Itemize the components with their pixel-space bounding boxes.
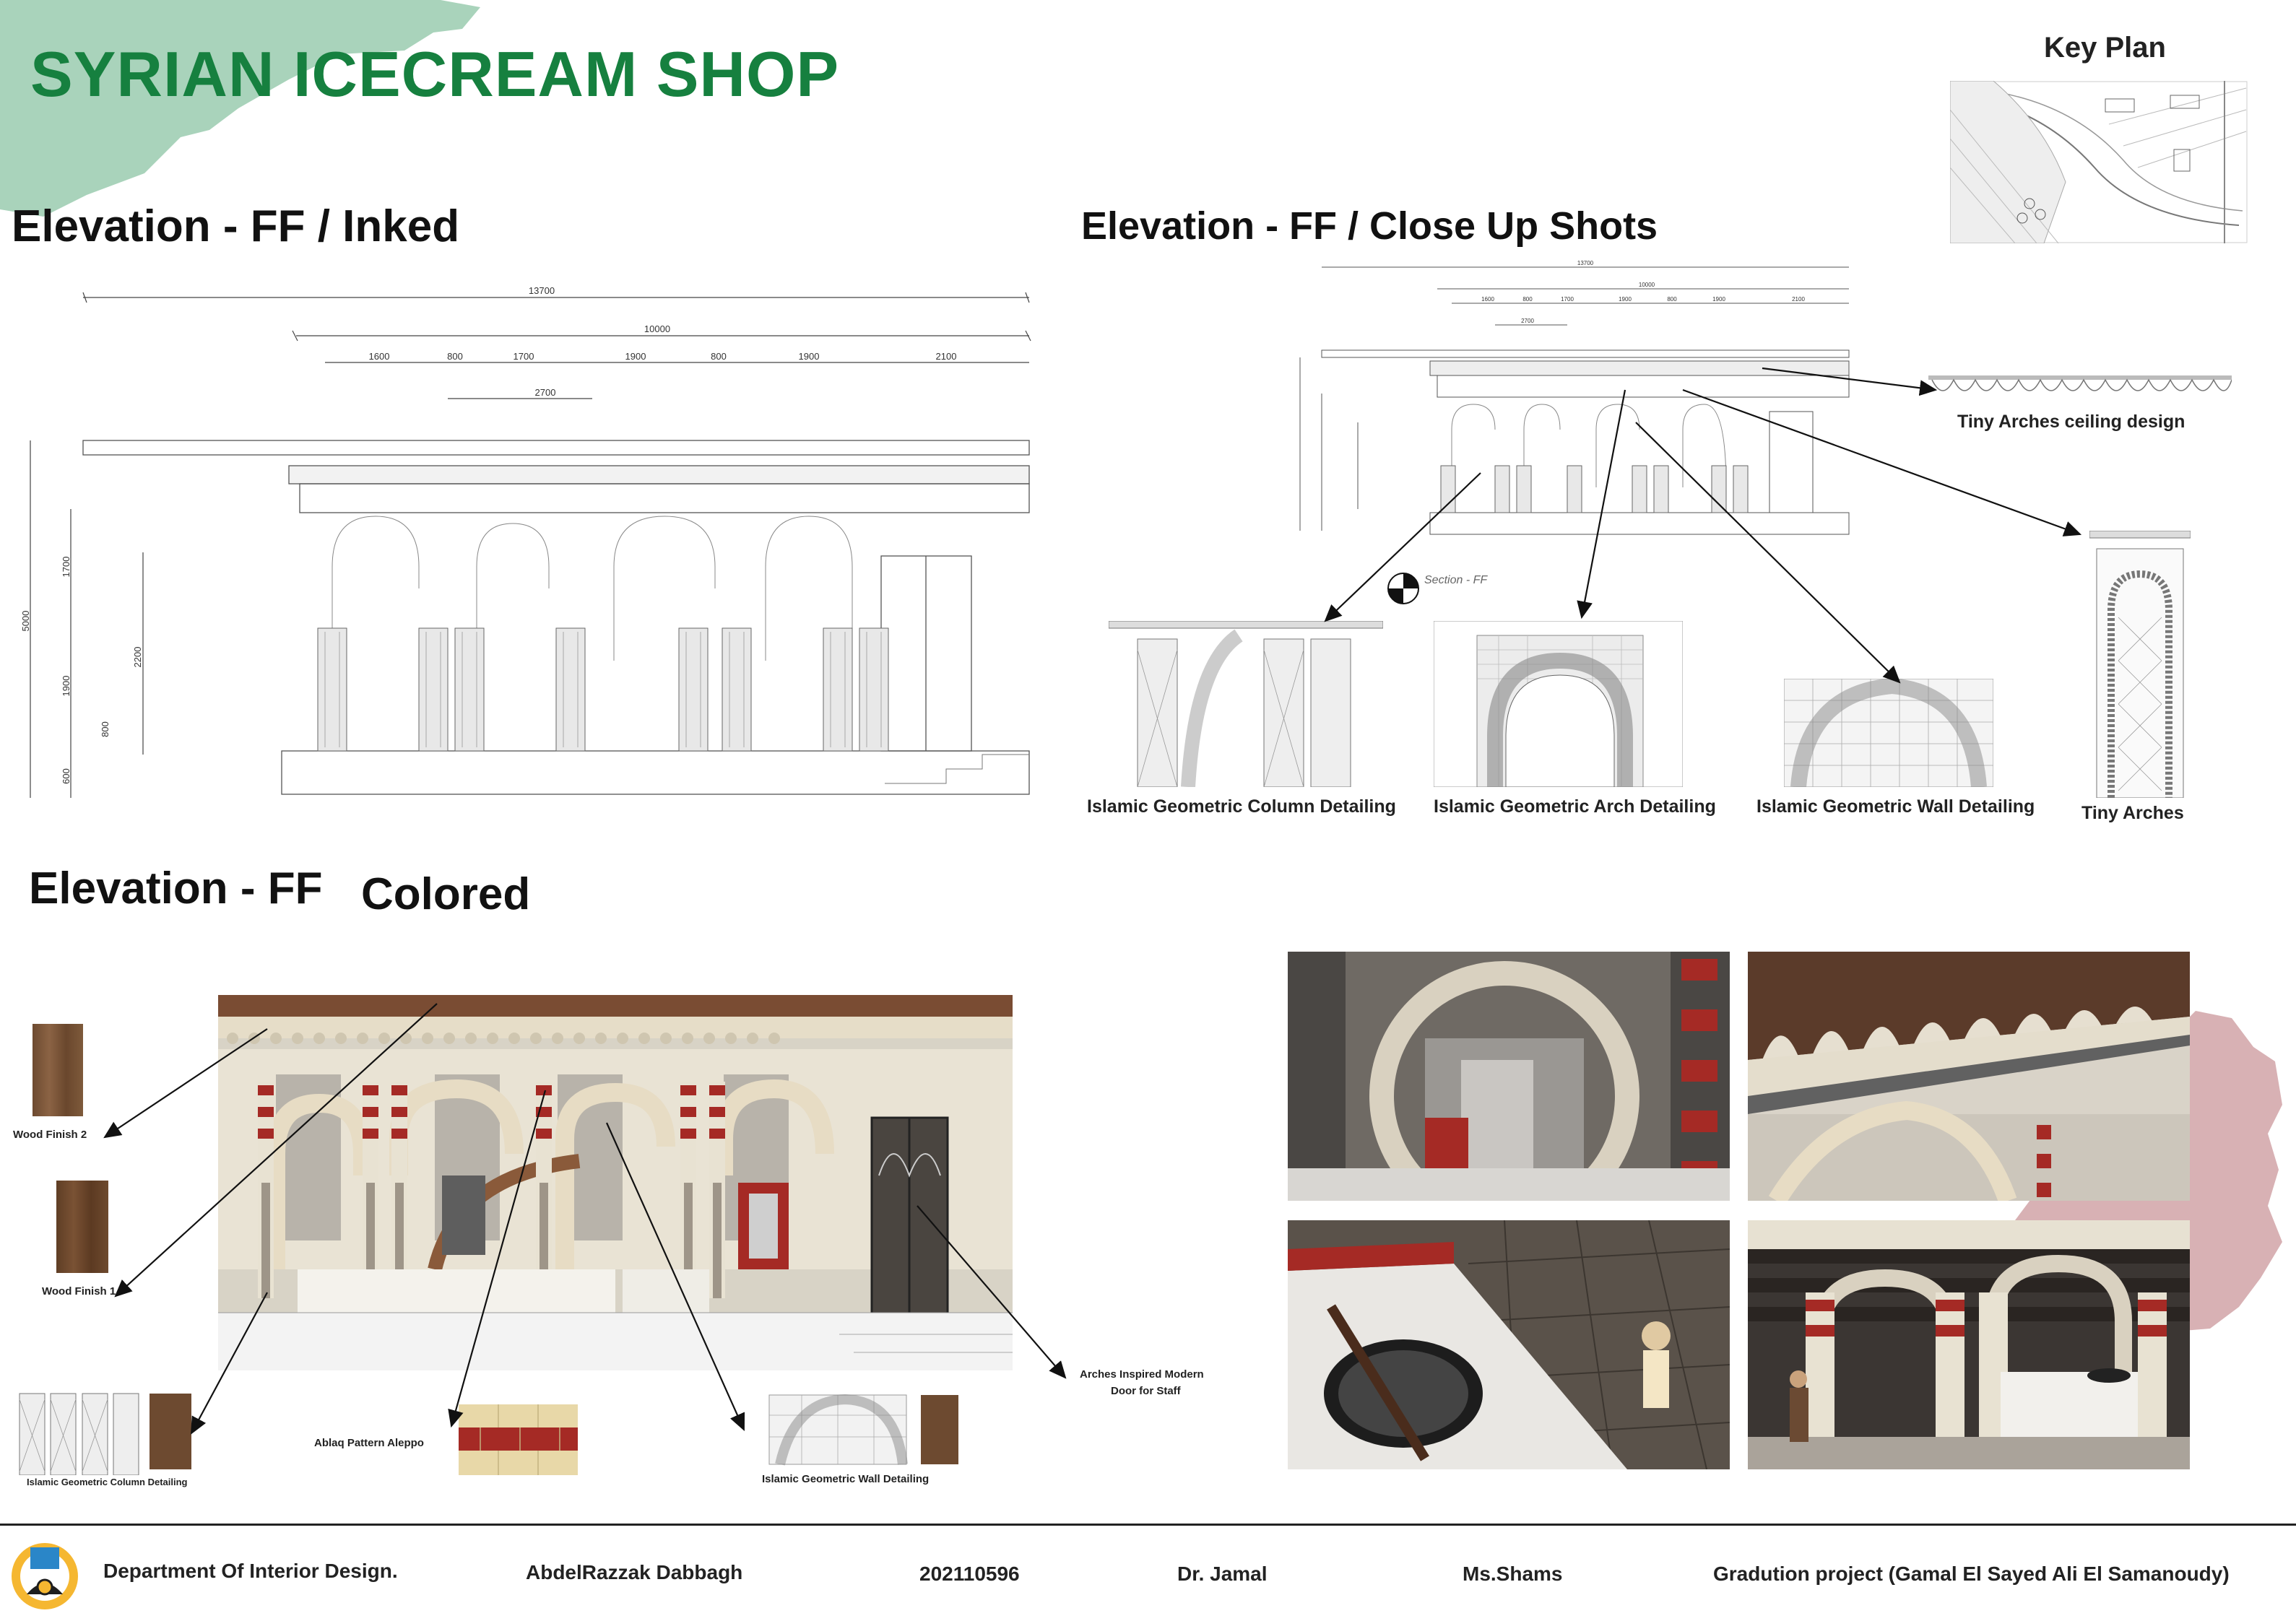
- render-counter-topview: [1288, 1220, 1730, 1469]
- green-map-decoration: [0, 0, 480, 217]
- svg-text:1700: 1700: [514, 351, 534, 362]
- render-ceiling-arches: [1748, 952, 2190, 1201]
- column-detail-image: [1109, 621, 1383, 787]
- tiny-arches-ceiling-image: [1928, 375, 2232, 391]
- label-staff-door-line2: Door for Staff: [1111, 1385, 1181, 1397]
- svg-text:1900: 1900: [799, 351, 820, 362]
- section-label: Section - FF: [1424, 574, 1488, 586]
- svg-text:800: 800: [1667, 296, 1677, 303]
- svg-text:600: 600: [61, 768, 72, 784]
- tiny-arches-image: [2089, 531, 2191, 798]
- svg-text:2700: 2700: [1521, 318, 1534, 324]
- footer-student-id: 202110596: [919, 1563, 1020, 1585]
- svg-text:1900: 1900: [1619, 296, 1632, 303]
- label-wall-detailing: Islamic Geometric Wall Detailing: [762, 1473, 930, 1485]
- section-marker-icon: [1387, 573, 1419, 604]
- footer-department: Department Of Interior Design.: [103, 1560, 398, 1582]
- label-column-detailing: Islamic Geometric Column Detailing: [27, 1477, 188, 1487]
- svg-text:2100: 2100: [936, 351, 957, 362]
- inked-elevation-drawing: 13700 10000 1600 800 1700 1900 800 1900 …: [20, 285, 1031, 798]
- key-plan-drawing: [1950, 81, 2248, 243]
- footer-supervisor-2: Ms.Shams: [1463, 1563, 1563, 1585]
- colored-elevation-render: [218, 995, 1013, 1370]
- closeup-heading: Elevation - FF / Close Up Shots: [1081, 204, 1658, 248]
- svg-text:800: 800: [1522, 296, 1533, 303]
- wood-finish-2-swatch: [33, 1024, 83, 1116]
- render-arch-interior: [1288, 952, 1730, 1201]
- svg-text:1600: 1600: [1481, 296, 1494, 303]
- svg-text:1900: 1900: [1712, 296, 1725, 303]
- svg-text:800: 800: [100, 721, 111, 737]
- svg-text:1700: 1700: [1561, 296, 1574, 303]
- svg-text:2700: 2700: [535, 387, 556, 398]
- key-plan-label: Key Plan: [2044, 32, 2166, 64]
- caption-wall-detail: Islamic Geometric Wall Detailing: [1756, 796, 2035, 817]
- wood-finish-1-swatch: [56, 1181, 108, 1273]
- column-detail-swatch: [16, 1392, 193, 1475]
- svg-text:2100: 2100: [1792, 296, 1805, 303]
- caption-tiny-arches-ceiling: Tiny Arches ceiling design: [1957, 412, 2185, 432]
- footer-student-name: AbdelRazzak Dabbagh: [526, 1561, 743, 1583]
- label-staff-door-line1: Arches Inspired Modern: [1080, 1368, 1204, 1381]
- ablaq-pattern-swatch: [459, 1404, 578, 1475]
- caption-tiny-arches: Tiny Arches: [2081, 803, 2184, 823]
- university-logo: [12, 1543, 78, 1609]
- wall-detail-image: [1784, 679, 1993, 787]
- wall-detail-swatch: [766, 1394, 961, 1466]
- label-wood-finish-2: Wood Finish 2: [13, 1129, 87, 1141]
- svg-text:2200: 2200: [132, 647, 143, 668]
- closeup-elevation-drawing: 13700 10000 1600 800 1700 1900 800 1900 210…: [1299, 260, 1850, 535]
- svg-text:10000: 10000: [1639, 282, 1655, 288]
- colored-heading-part2: Colored: [361, 869, 531, 919]
- svg-text:800: 800: [711, 351, 727, 362]
- svg-text:5000: 5000: [20, 611, 31, 632]
- svg-text:800: 800: [447, 351, 463, 362]
- label-ablaq-pattern: Ablaq Pattern Aleppo: [314, 1437, 424, 1449]
- svg-text:1900: 1900: [625, 351, 646, 362]
- dim-13700: 13700: [529, 285, 555, 296]
- footer-supervisor-1: Dr. Jamal: [1177, 1563, 1268, 1585]
- svg-text:1600: 1600: [369, 351, 390, 362]
- svg-text:13700: 13700: [1577, 260, 1594, 266]
- colored-heading-part1: Elevation - FF: [29, 864, 323, 913]
- label-wood-finish-1: Wood Finish 1: [42, 1285, 116, 1298]
- caption-arch-detail: Islamic Geometric Arch Detailing: [1434, 796, 1716, 817]
- svg-text:1700: 1700: [61, 557, 72, 578]
- arch-detail-image: [1434, 621, 1683, 787]
- inked-elevation-heading: Elevation - FF / Inked: [12, 201, 460, 251]
- page-title: SYRIAN ICECREAM SHOP: [30, 38, 840, 110]
- render-shop-interior: [1748, 1220, 2190, 1469]
- footer-project: Gradution project (Gamal El Sayed Ali El…: [1713, 1563, 2230, 1585]
- caption-column-detail: Islamic Geometric Column Detailing: [1087, 796, 1396, 817]
- footer-divider: [0, 1524, 2296, 1526]
- svg-text:1900: 1900: [61, 676, 72, 697]
- dim-10000: 10000: [644, 323, 670, 334]
